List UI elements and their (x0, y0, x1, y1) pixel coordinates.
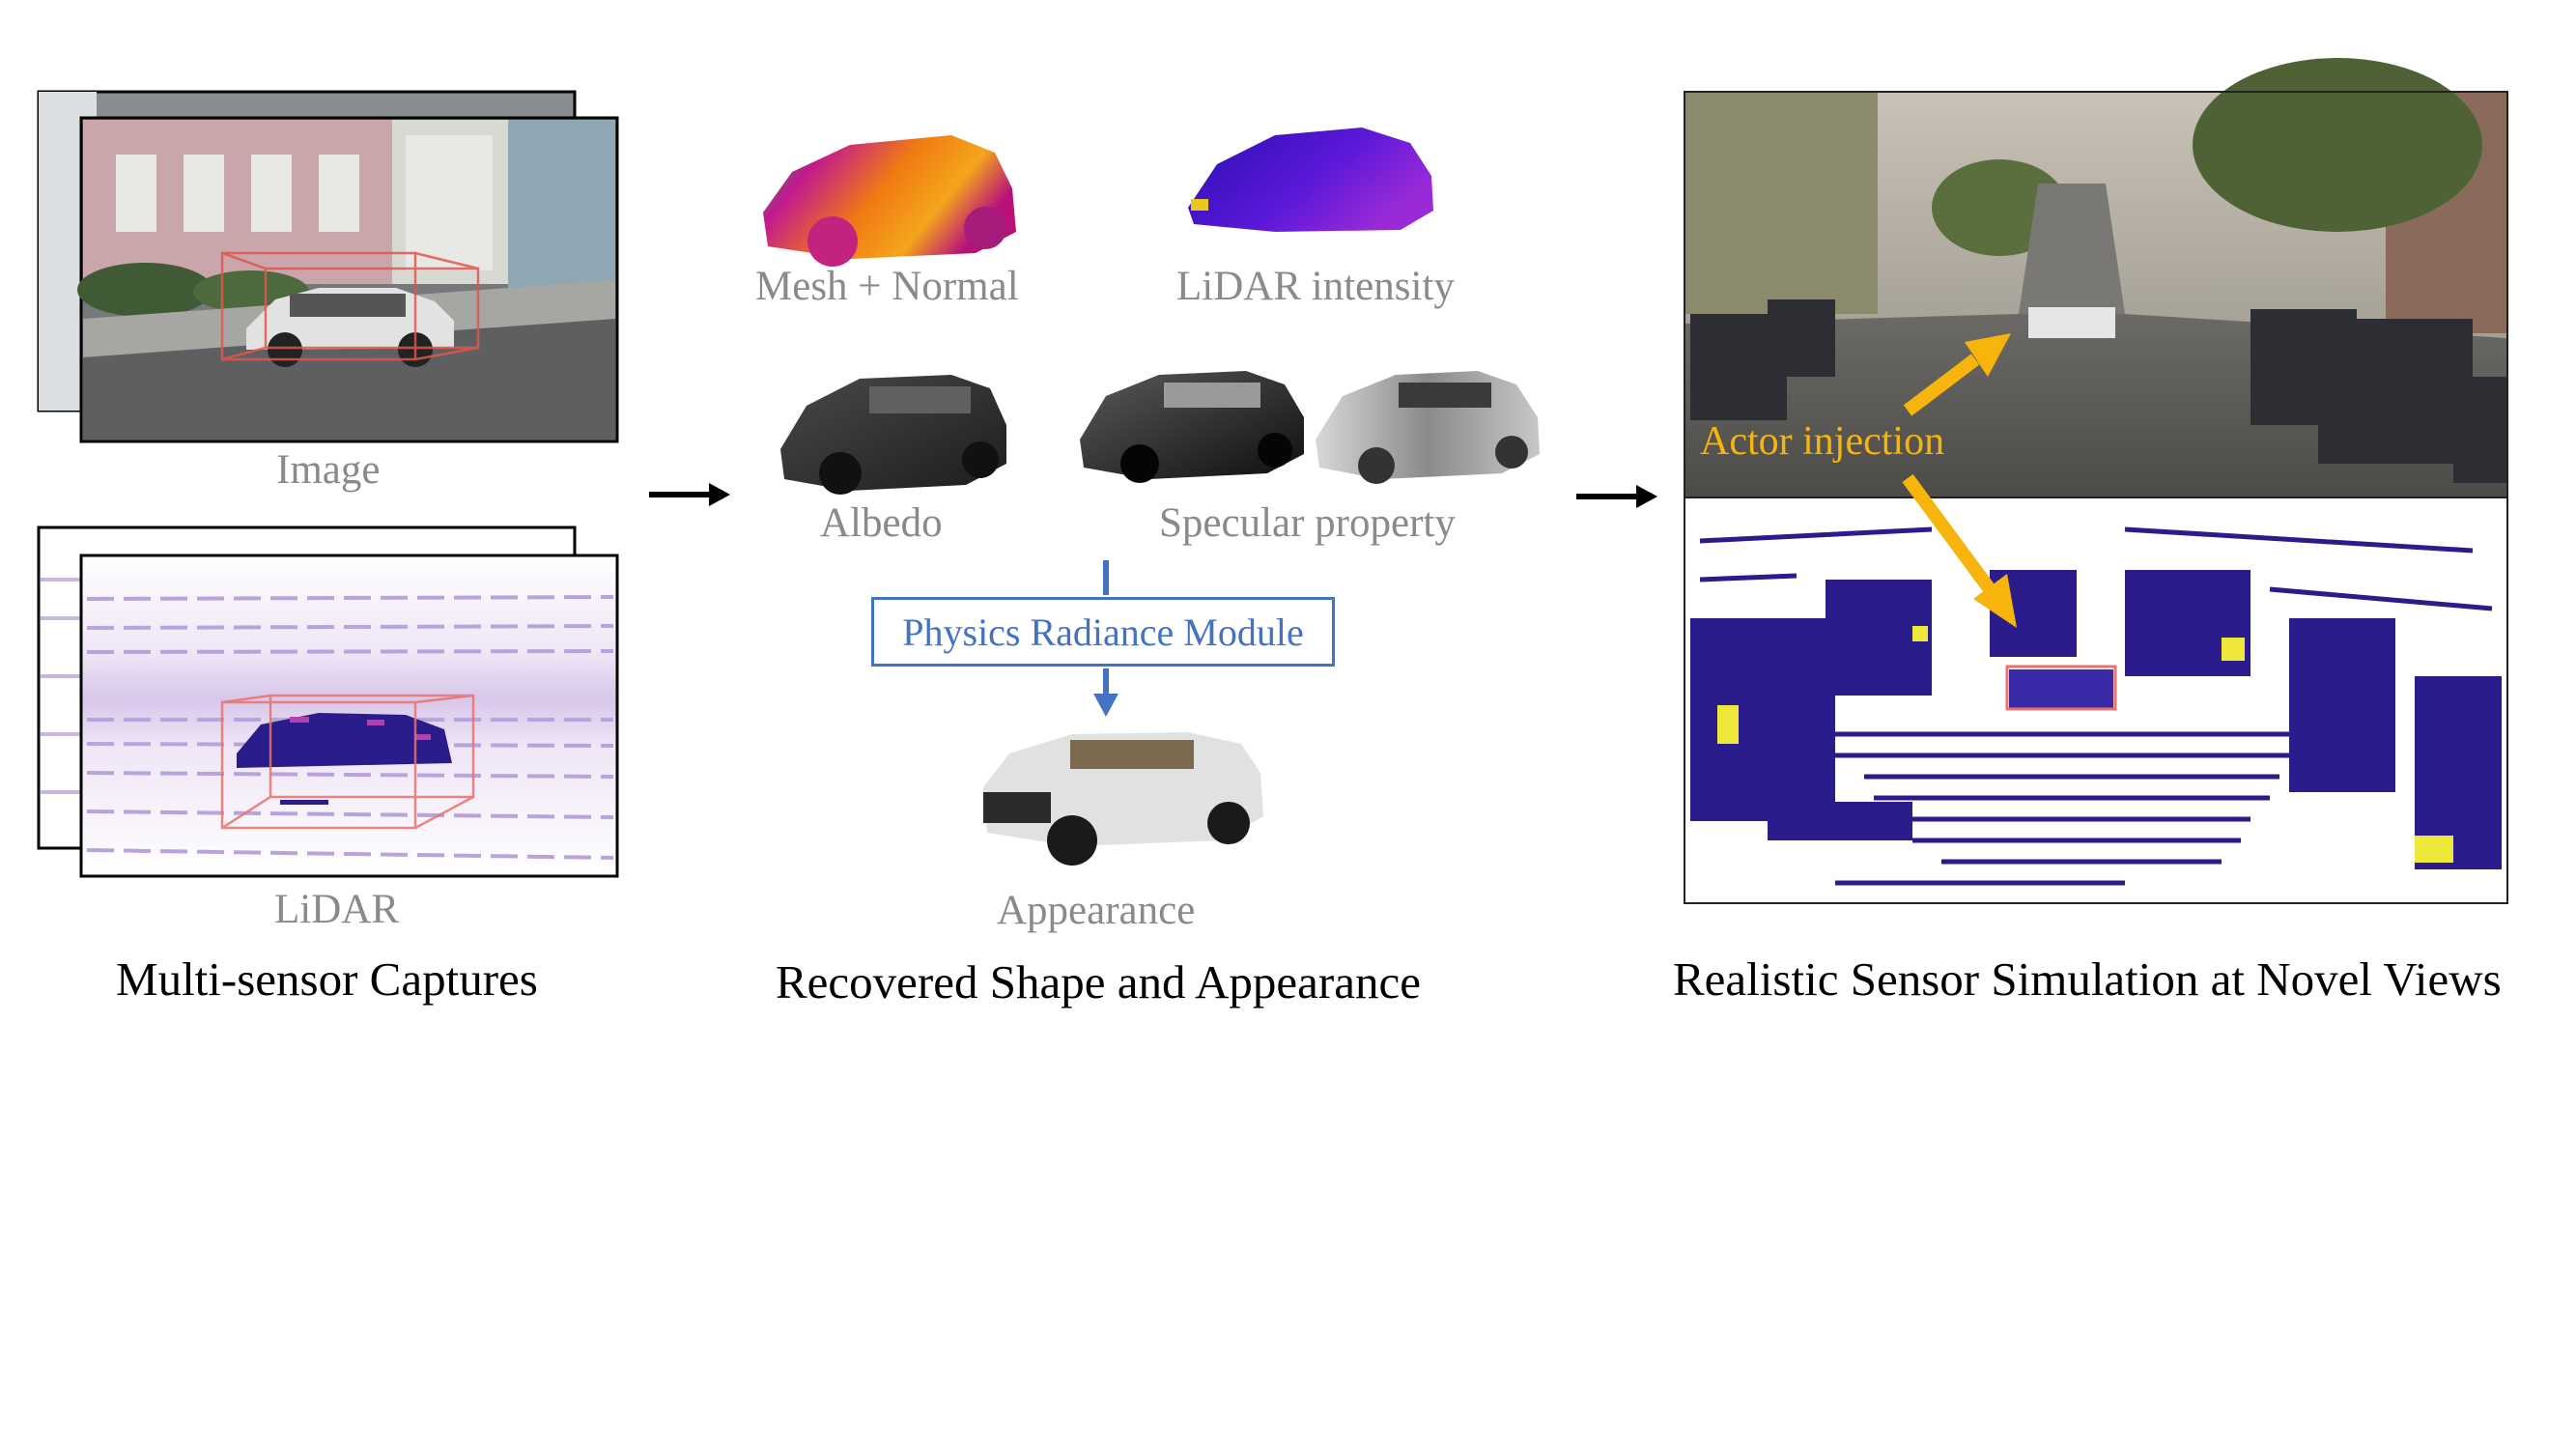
specular-label: Specular property (1159, 500, 1456, 546)
appearance-car (983, 732, 1263, 866)
lidar-label: LiDAR (274, 887, 399, 932)
specular-car-light (1316, 371, 1540, 484)
arrow-left-to-middle (649, 483, 730, 506)
lidar-frame-stack (37, 526, 619, 878)
lidar-intensity-car (1188, 128, 1433, 232)
right-caption: Realistic Sensor Simulation at Novel Vie… (1673, 952, 2502, 1006)
mesh-normal-car (763, 135, 1016, 267)
simulated-camera-view (1684, 58, 2508, 498)
appearance-label: Appearance (997, 888, 1196, 933)
arrow-middle-to-right (1576, 485, 1657, 508)
actor-injection-arrow-down (1902, 473, 2017, 628)
albedo-car (780, 375, 1006, 495)
left-caption: Multi-sensor Captures (116, 952, 538, 1006)
middle-caption: Recovered Shape and Appearance (776, 955, 1421, 1009)
image-label: Image (276, 447, 381, 493)
albedo-label: Albedo (820, 500, 943, 546)
physics-radiance-module: Physics Radiance Module (871, 597, 1335, 667)
actor-injection-arrow-up (1903, 333, 2011, 416)
camera-image-stack (37, 90, 619, 443)
module-arrow-out (1093, 668, 1118, 717)
lidar-intensity-label: LiDAR intensity (1176, 264, 1455, 309)
simulated-lidar-view (1684, 497, 2508, 904)
actor-injection-label: Actor injection (1700, 419, 1945, 464)
specular-car-dark (1080, 371, 1304, 483)
module-label: Physics Radiance Module (902, 610, 1304, 654)
mesh-normal-label: Mesh + Normal (755, 264, 1019, 309)
